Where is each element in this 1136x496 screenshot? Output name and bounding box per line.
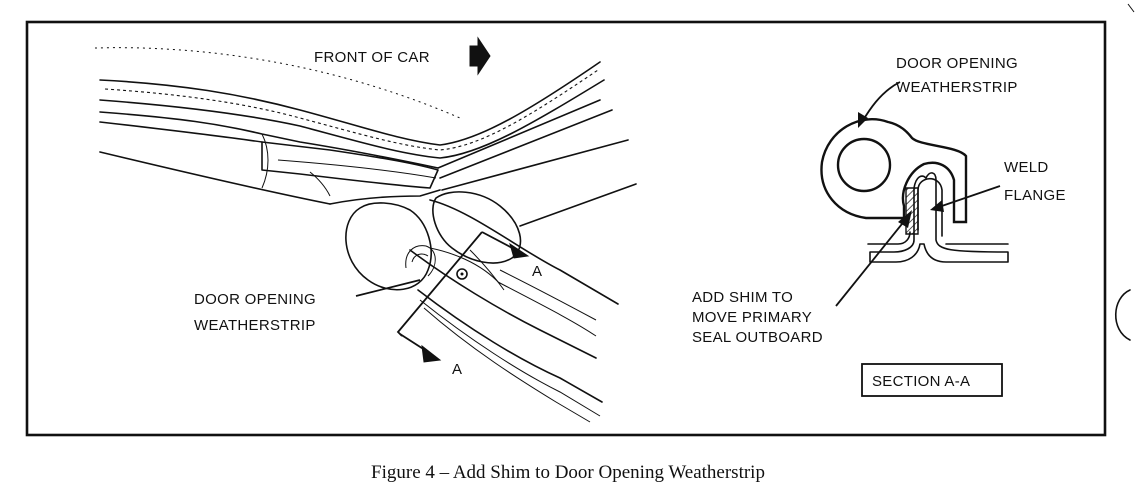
section-marker-top: A — [532, 263, 542, 280]
leader-add-shim-head — [898, 210, 912, 228]
door-weatherstrip-right-label-1: DOOR OPENING — [896, 55, 1018, 72]
weld-flange — [869, 172, 1009, 263]
section-cut-arrow-top-shaft — [481, 231, 517, 251]
roof-moulding-lower — [99, 79, 605, 159]
leader-add-shim — [835, 213, 911, 307]
add-shim-label-3: SEAL OUTBOARD — [692, 329, 823, 346]
sill-line-upper — [99, 151, 331, 205]
pillar-lower-edge-3 — [423, 307, 591, 423]
leader-left-weatherstrip — [355, 279, 421, 297]
weatherstrip-bulb — [836, 137, 892, 193]
leader-weld-flange-head — [930, 200, 944, 212]
section-a-a-drawing — [820, 81, 1009, 397]
rail-upper-2 — [439, 109, 613, 179]
leader-weld-flange — [935, 185, 1001, 209]
leader-right-weatherstrip-head — [858, 112, 868, 128]
pillar-wedge-tip — [309, 171, 331, 197]
roof-dotted-outline — [94, 47, 461, 119]
section-marker-bottom: A — [452, 361, 462, 378]
weatherstrip-bend — [429, 247, 501, 285]
weld-flange-label-2: FLANGE — [1004, 187, 1066, 204]
figure-border — [25, 20, 1107, 437]
header-band-lower — [99, 121, 263, 143]
section-title-box — [861, 363, 1003, 397]
rail-upper-1 — [437, 99, 601, 169]
front-of-car-label: FRONT OF CAR — [314, 49, 430, 66]
add-shim-label-1: ADD SHIM TO — [692, 289, 793, 306]
sill-line-lower — [329, 189, 441, 205]
weld-flange-baseline — [867, 231, 911, 245]
header-joint — [261, 133, 269, 189]
rail-upper-3 — [441, 139, 629, 191]
section-title-label: SECTION A-A — [872, 373, 970, 390]
fastener-center — [460, 272, 464, 276]
pillar-wedge-inner — [277, 159, 437, 179]
rail-upper-4 — [519, 183, 637, 227]
figure-caption: Figure 4 – Add Shim to Door Opening Weat… — [371, 462, 765, 483]
leader-right-weatherstrip — [861, 81, 901, 123]
weatherstrip-profile — [820, 118, 968, 224]
section-cut-line — [396, 231, 483, 337]
section-cut-arrow-bottom-head — [421, 344, 442, 363]
weatherstrip-curl — [405, 245, 436, 277]
front-of-car-arrow — [469, 36, 491, 76]
door-weatherstrip-left-label-2: WEATHERSTRIP — [194, 317, 316, 334]
roof-rail-drawing — [94, 36, 637, 423]
pillar-lower-edge-2 — [419, 299, 601, 417]
weatherstrip-curl-2 — [411, 253, 429, 263]
pillar-lower-edge-1 — [417, 289, 603, 403]
pillar-wedge — [261, 141, 439, 189]
weatherstrip-bulb-left — [345, 202, 432, 291]
weatherstrip-bend-2 — [469, 249, 505, 291]
pillar-lower-inner — [409, 249, 597, 359]
door-weatherstrip-left-label-1: DOOR OPENING — [194, 291, 316, 308]
roof-moulding-stitch — [104, 69, 599, 151]
roof-moulding-top — [99, 61, 601, 146]
pillar-glass-line-2 — [497, 281, 597, 337]
add-shim-label-2: MOVE PRIMARY — [692, 309, 812, 326]
page-edge-tick — [1127, 3, 1135, 13]
section-cut-arrow-top-head — [509, 242, 530, 259]
weld-flange-label-1: WELD — [1004, 159, 1049, 176]
pillar-lower-outer — [429, 199, 619, 305]
page-edge-mark — [1115, 289, 1131, 341]
pillar-glass-line-1 — [499, 269, 597, 321]
door-weatherstrip-right-label-2: WEATHERSTRIP — [896, 79, 1018, 96]
weatherstrip-bulb-right — [432, 191, 522, 264]
